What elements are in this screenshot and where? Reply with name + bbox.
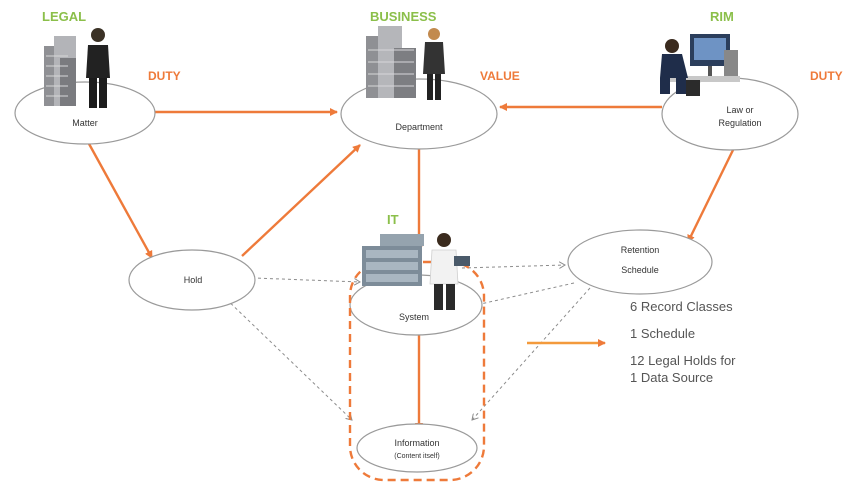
flow-arrows (86, 103, 736, 431)
node-information-label: Information (394, 438, 439, 448)
node-matter-label: Matter (72, 118, 98, 128)
relation-label-rim-duty: DUTY (810, 69, 843, 83)
node-department-label: Department (395, 122, 443, 132)
workstation-icon (660, 34, 740, 96)
node-matter: Matter (14, 81, 156, 145)
node-hold-label: Hold (184, 275, 203, 285)
node-department: Department (340, 78, 498, 150)
link-retention-system (476, 282, 575, 305)
person-icon (429, 233, 470, 310)
arrow-hold-department (241, 144, 361, 257)
group-label-rim: RIM (710, 9, 734, 24)
node-system-label: System (399, 312, 429, 322)
summary-stats: 6 Record Classes 1 Schedule 12 Legal Hol… (630, 298, 736, 396)
stat-legal-holds: 12 Legal Holds for 1 Data Source (630, 352, 736, 386)
node-information: Information (Content itself) (356, 423, 478, 473)
link-system-retention (461, 265, 565, 268)
link-hold-information (221, 294, 352, 420)
stat-legal-holds-line1: 12 Legal Holds for (630, 353, 736, 368)
relation-label-business-value: VALUE (480, 69, 520, 83)
link-retention-information (472, 287, 591, 420)
node-law-label-line2: Regulation (718, 118, 761, 128)
node-hold: Hold (128, 249, 256, 311)
stat-record-classes: 6 Record Classes (630, 299, 733, 314)
node-information-sublabel: (Content itself) (394, 453, 440, 460)
node-retention-label-line2: Schedule (621, 265, 659, 275)
dashed-links (221, 265, 591, 420)
node-retention-schedule: Retention Schedule (567, 229, 713, 295)
stat-legal-holds-line2: 1 Data Source (630, 370, 714, 385)
node-retention-label-line1: Retention (621, 245, 660, 255)
group-label-it: IT (387, 212, 399, 227)
group-label-legal: LEGAL (42, 9, 86, 24)
relation-label-legal-duty: DUTY (148, 69, 181, 83)
person-icon (423, 28, 445, 100)
person-icon (86, 28, 110, 108)
node-law-label-line1: Law or (726, 105, 753, 115)
group-label-business: BUSINESS (370, 9, 437, 24)
arrow-matter-hold (86, 141, 154, 259)
arrow-law-retention (686, 147, 736, 243)
server-icon (362, 234, 424, 286)
stat-schedule: 1 Schedule (630, 326, 696, 341)
building-icon (44, 36, 76, 106)
building-icon (366, 26, 416, 98)
link-hold-system (228, 277, 360, 282)
